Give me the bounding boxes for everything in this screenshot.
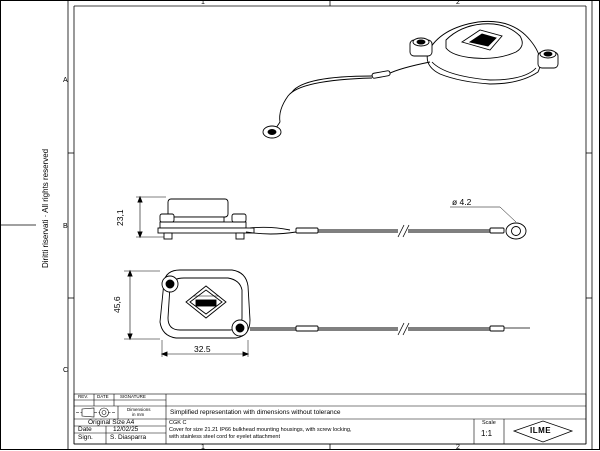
side-view xyxy=(136,195,527,240)
zone-label-left-c: C xyxy=(63,367,69,374)
description-line-2: with stainless steel cord for eyelet att… xyxy=(169,434,280,440)
dimension-height-top: 45,6 xyxy=(112,296,122,313)
dimensions-label: Dimensions xyxy=(127,407,151,412)
date-value: 12/02/25 xyxy=(113,426,139,433)
date-field: Date xyxy=(78,426,92,433)
dimension-eyelet-diameter: ø 4.2 xyxy=(452,197,472,207)
signature-label: SIGNATURE xyxy=(120,394,146,399)
rev-label: REV. xyxy=(78,394,89,399)
description-line-1: Cover for size 21.21 IP66 bulkhead mount… xyxy=(169,427,352,433)
zone-label-bottom-2: 2 xyxy=(456,444,460,451)
scale-value: 1:1 xyxy=(481,429,493,438)
scale-label: Scale xyxy=(482,420,496,426)
dimension-height-side: 23,1 xyxy=(115,209,125,226)
date-label: DATE xyxy=(97,394,109,399)
zone-label-left-b: B xyxy=(63,223,68,230)
original-size: Original Size A4 xyxy=(88,419,135,426)
projection-symbol xyxy=(76,407,116,418)
zone-label-top-1: 1 xyxy=(201,0,205,6)
dimensions-unit: in mm xyxy=(132,412,145,417)
brand-logo-text: ILME xyxy=(530,426,552,435)
tolerance-note: Simplified representation with dimension… xyxy=(170,409,341,416)
top-view xyxy=(124,269,530,357)
title-block-lines xyxy=(73,393,587,445)
ilme-logo xyxy=(512,420,574,443)
product-code: CGK C xyxy=(169,420,187,426)
zone-label-left-a: A xyxy=(63,77,68,84)
zone-label-bottom-1: 1 xyxy=(201,444,205,451)
copyright-side-text: Diritti riservati · All rights reserved xyxy=(41,148,50,268)
dimension-width-top: 32.5 xyxy=(194,344,211,354)
sign-field: Sign. xyxy=(78,434,93,441)
isometric-view xyxy=(262,20,559,139)
zone-label-top-2: 2 xyxy=(456,0,460,6)
sign-value: S. Diasparra xyxy=(110,434,147,441)
